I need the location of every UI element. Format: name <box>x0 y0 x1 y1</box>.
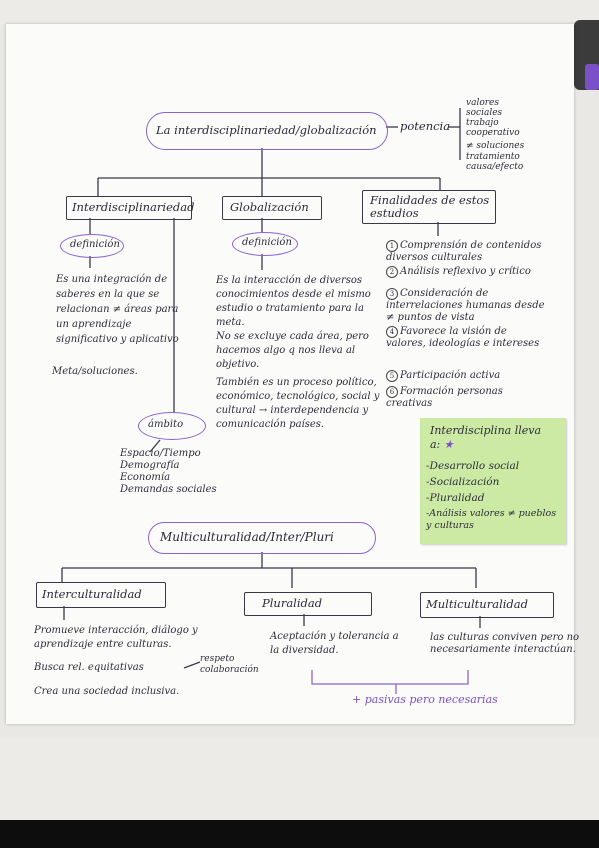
sticky-title-text: Interdisciplina lleva a: <box>430 424 542 451</box>
ambito-item: Demografía <box>120 460 180 471</box>
top-node-cloud <box>146 112 388 150</box>
outcome-trabajo: trabajo cooperativo <box>466 118 520 138</box>
pluralidad-title: Pluralidad <box>262 596 323 610</box>
multiculturalidad-box <box>420 592 554 618</box>
ambito-item: Demandas sociales <box>120 484 217 495</box>
glob-bullet: No se excluye cada área, pero hacemos al… <box>216 331 369 370</box>
finalidad-number: 3 <box>386 288 398 300</box>
finalidad-number: 4 <box>386 326 398 338</box>
glob-definicion-oval <box>232 232 298 256</box>
interdisc-definicion-oval <box>60 234 124 258</box>
photo-background-bottom <box>0 738 599 820</box>
purple-object <box>585 64 599 90</box>
interdisc-definition-text: Es una integración de saberes en la que … <box>56 274 179 345</box>
outcome-valores: valores sociales <box>466 98 503 118</box>
finalidad-number: 6 <box>386 386 398 398</box>
globalizacion-title: Globalización <box>230 200 309 214</box>
sticky-note-item: -Socialización <box>426 476 500 488</box>
sticky-note-item: -Pluralidad <box>426 492 485 504</box>
multicult-bullet: las culturas conviven pero no necesariam… <box>430 632 580 655</box>
ambito-oval <box>138 412 206 440</box>
finalidad-text: Participación activa <box>400 370 501 381</box>
outcome-soluciones: ≠ soluciones <box>466 141 525 151</box>
intercult-bullet: Crea una sociedad inclusiva. <box>34 686 180 697</box>
outcome-tratamiento: tratamiento causa/efecto <box>466 152 524 172</box>
intercult-side-note: respeto colaboración <box>200 654 259 675</box>
finalidad-text: Análisis reflexivo y crítico <box>400 266 531 277</box>
top-node-title: La interdisciplinariedad/globalización <box>156 123 377 137</box>
interdisciplinariedad-box <box>66 196 192 220</box>
intercult-bullet: Promueve interacción, diálogo y aprendiz… <box>34 625 198 650</box>
interdisc-definicion-label: definición <box>70 239 120 250</box>
finalidad-number: 5 <box>386 370 398 382</box>
sticky-note-title: Interdisciplina lleva a: ★ <box>430 424 550 452</box>
interculturalidad-title: Interculturalidad <box>42 587 142 601</box>
globalizacion-box <box>222 196 322 220</box>
interculturalidad-box <box>36 582 166 608</box>
finalidad-text: Comprensión de contenidos diversos cultu… <box>386 240 542 263</box>
interdisciplinariedad-title: Interdisciplinariedad <box>72 200 195 214</box>
multiculturalidad-title: Multiculturalidad <box>426 597 529 611</box>
glob-bullet: Es la interacción de diversos conocimien… <box>216 275 371 328</box>
finalidades-box <box>362 190 496 224</box>
finalidad-number: 1 <box>386 240 398 252</box>
finalidad-text: Favorece la visión de valores, ideología… <box>386 326 540 349</box>
multi-node-title: Multiculturalidad/Inter/Pluri <box>160 530 334 544</box>
ambito-item: Espacio/Tiempo <box>120 448 201 459</box>
glob-definicion-label: definición <box>242 237 292 248</box>
interdisc-meta: Meta/soluciones. <box>52 366 138 377</box>
sticky-note <box>420 418 566 544</box>
ambito-item: Economía <box>120 472 171 483</box>
sticky-note-item: -Desarrollo social <box>426 460 520 472</box>
pluralidad-box <box>244 592 372 616</box>
photo-dark-band <box>0 820 599 848</box>
finalidades-title: Finalidades de estos estudios <box>370 193 490 220</box>
intercult-bullet: Busca rel. equitativas <box>34 662 144 673</box>
glob-bullet: También es un proceso político, económic… <box>216 377 380 430</box>
finalidad-number: 2 <box>386 266 398 278</box>
pluralidad-bullet: Aceptación y tolerancia a la diversidad. <box>270 631 399 656</box>
ambito-label: ámbito <box>148 419 184 430</box>
sticky-note-item: -Análisis valores ≠ pueblos y culturas <box>426 508 557 531</box>
star-icon: ★ <box>443 438 454 451</box>
finalidad-text: Formación personas creativas <box>386 386 503 409</box>
finalidad-text: Consideración de interrelaciones humanas… <box>386 288 545 323</box>
potencia-label: potencia <box>400 119 451 133</box>
multi-node-cloud <box>148 522 376 554</box>
photo-background-top <box>0 0 599 24</box>
footer-note: + pasivas pero necesarias <box>352 693 498 706</box>
